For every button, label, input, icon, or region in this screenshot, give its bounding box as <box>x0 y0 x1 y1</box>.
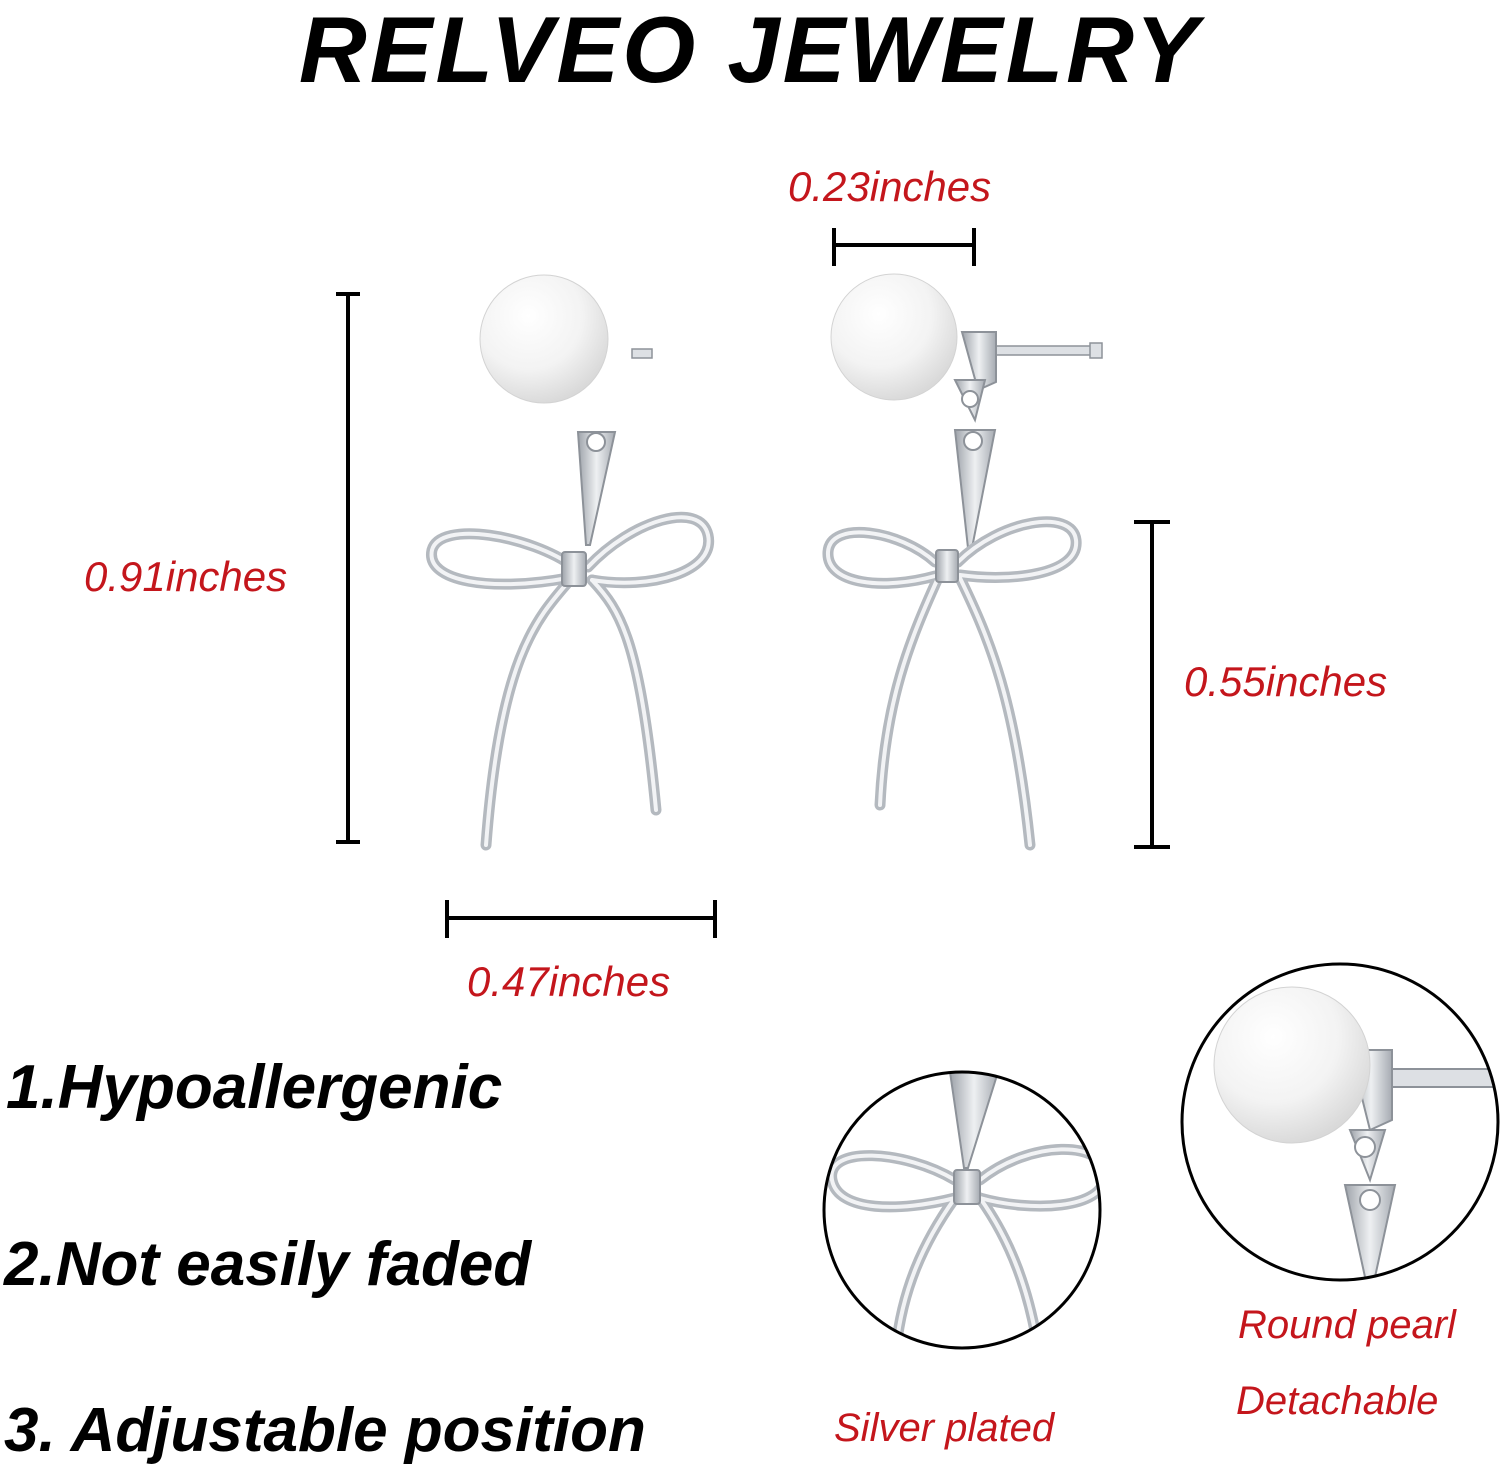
bow-height-measure-line <box>1134 520 1170 849</box>
bow-width-measure-line <box>445 900 717 938</box>
feature-hypoallergenic: 1.Hypoallergenic <box>6 1053 503 1122</box>
brand-title: RELVEO JEWELRY <box>298 0 1202 102</box>
caption-round-pearl: Round pearl <box>1238 1303 1456 1347</box>
dimension-bow-height: 0.55inches <box>1184 658 1388 705</box>
bow-detail-circle <box>822 1070 1102 1350</box>
earring-front-view <box>426 274 715 851</box>
caption-silver-plated: Silver plated <box>834 1406 1055 1450</box>
feature-adjustable: 3. Adjustable position <box>4 1396 646 1465</box>
height-measure-line <box>336 292 360 844</box>
pearl-detail-circle <box>1180 962 1500 1282</box>
earring-side-view <box>822 273 1103 851</box>
dimension-top-width: 0.23inches <box>788 163 992 210</box>
caption-detachable: Detachable <box>1236 1379 1439 1423</box>
dimension-bow-width: 0.47inches <box>467 958 671 1005</box>
dimension-total-height: 0.91inches <box>84 553 288 600</box>
top-width-measure-line <box>832 228 976 266</box>
feature-not-faded: 2.Not easily faded <box>4 1230 532 1299</box>
